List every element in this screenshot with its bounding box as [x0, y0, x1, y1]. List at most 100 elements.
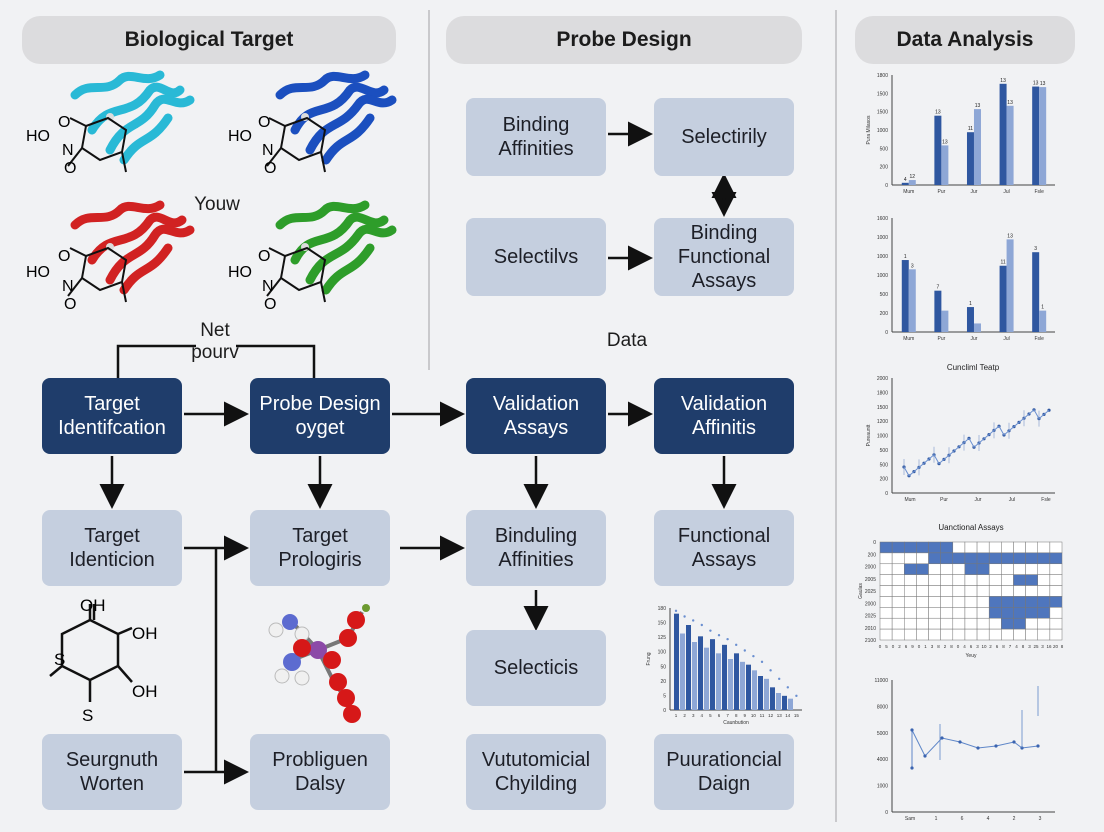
chart6-bar: [722, 644, 727, 710]
chart1-ytick: 500: [880, 146, 889, 152]
box-seurgnuth-worten: Seurgnuth Worten: [42, 734, 182, 810]
chart4-cell: [976, 617, 990, 630]
chart4-cell: [916, 585, 929, 597]
chart4-ytick: 2100: [865, 638, 876, 644]
chart1-bar: [908, 180, 916, 185]
chart4-cell: [976, 574, 990, 586]
chart4-cell: [1025, 541, 1038, 554]
chart2-xtick: Jur: [971, 336, 978, 342]
chart5-xtick: 1: [935, 816, 938, 822]
chart4-cell: [891, 541, 905, 554]
chart4-xtick: 7: [1009, 644, 1012, 649]
chart4-cell: [1025, 617, 1038, 630]
chart5-ytick: 5000: [877, 731, 888, 737]
chart4-cell: [916, 563, 929, 575]
chart4-cell: [1001, 585, 1014, 597]
chart4-cell: [952, 585, 966, 597]
chart4-cell: [988, 574, 1002, 586]
chart4-cell: [976, 585, 990, 597]
chart2-xtick: Fsle: [1034, 336, 1044, 342]
box-target-identification: Target Identifcation: [42, 378, 182, 454]
atom-label-ho-3: HO: [26, 264, 50, 281]
chart4-xtick: 20: [1053, 644, 1059, 649]
atom-label-n-3: N: [62, 278, 74, 295]
chart4-cell: [904, 596, 917, 608]
chart6-ytick: 20: [660, 679, 666, 685]
thiopyran-structure: [49, 604, 133, 702]
chart1-value-label: 13: [942, 139, 948, 145]
chart2-bar: [1039, 310, 1047, 332]
chart4-xtick: 3: [1028, 644, 1031, 649]
chart5-point: [1036, 744, 1040, 748]
chart3-xtick: Jur: [975, 497, 982, 503]
chart4-cell: [1013, 628, 1026, 641]
chart4-cell: [916, 574, 929, 586]
chart4-xtick: 10: [981, 644, 987, 649]
chart2-ytick: 1600: [877, 216, 888, 222]
chart4-cell: [952, 541, 966, 554]
chart4-cell: [976, 628, 990, 641]
chart6-bar: [758, 676, 763, 710]
chart5-point: [923, 754, 927, 758]
chart4-cell: [891, 607, 905, 619]
helix-red: [70, 200, 195, 295]
chart6-bar: [782, 695, 787, 710]
chart4-cell: [891, 585, 905, 597]
chart4-cell: [1037, 574, 1051, 586]
chart4-cell: [1049, 607, 1063, 619]
chart4-cell: [904, 552, 917, 565]
chart4-cell: [964, 628, 978, 641]
chart4-xtick: 3: [976, 644, 979, 649]
chart4-cell: [988, 607, 1002, 619]
chart4-cell: [1025, 563, 1038, 575]
chart1-value-label: 11: [968, 126, 973, 132]
chart6-bar: [698, 636, 703, 710]
chart2-xtick: Jul: [1003, 336, 1009, 342]
chart1-xtick: Mum: [903, 189, 914, 195]
chart6-ytick: 5: [663, 693, 666, 699]
chart3-ytick: 0: [885, 491, 888, 497]
chart4-cell: [1049, 617, 1063, 630]
chart6-ytick: 0: [663, 708, 666, 714]
chart4-cell: [904, 585, 917, 597]
chart4-cell: [879, 628, 893, 641]
chart2-bar: [908, 269, 916, 332]
box-binduling-affinities: Binduling Affinities: [466, 510, 606, 586]
chart4-cell: [916, 596, 929, 608]
chart1-xtick: Jul: [1003, 189, 1009, 195]
atom-label-o-5: O: [58, 248, 71, 265]
chart2-ytick: 1000: [877, 273, 888, 279]
chart4-xtick: 9: [911, 644, 914, 649]
chart4-cell: [1013, 552, 1026, 565]
chart6-bar: [692, 642, 697, 710]
chart6-trend-point: [717, 634, 721, 637]
chart4-xtick: 0: [892, 644, 895, 649]
chart4-cell: [904, 617, 917, 630]
chart6-xtick: 4: [701, 713, 704, 718]
chart2-bar: [999, 265, 1007, 332]
chart1-value-label: 4: [904, 177, 907, 183]
helix-green: [275, 200, 397, 295]
chart4-cell: [928, 574, 941, 586]
chart4-xtick: 5: [885, 644, 888, 649]
chart4-cell: [891, 628, 905, 641]
chart2-ytick: 1000: [877, 254, 888, 260]
header-data-analysis: Data Analysis: [855, 16, 1075, 64]
chart6-xtick: 11: [760, 713, 765, 718]
chart6-xlabel: Caunbution: [723, 720, 749, 726]
chart6-bar: [788, 698, 793, 710]
chart4-xtick: 2: [989, 644, 992, 649]
chart4-cell: [940, 585, 954, 597]
chart6-trend-point: [786, 686, 789, 689]
protein-structures: [67, 70, 397, 303]
chart1-bar: [941, 145, 949, 185]
chart4-cell: [964, 585, 978, 597]
chart3-xtick: Fsle: [1041, 497, 1051, 503]
chart4-cell: [1037, 617, 1051, 630]
chart4-xtick: 25: [1033, 644, 1039, 649]
chart4-cell: [976, 607, 990, 619]
chart4-cell: [964, 574, 978, 586]
chart4-cell: [891, 596, 905, 608]
chart4-cell: [1013, 596, 1026, 608]
chart6-trend-point: [674, 609, 678, 613]
